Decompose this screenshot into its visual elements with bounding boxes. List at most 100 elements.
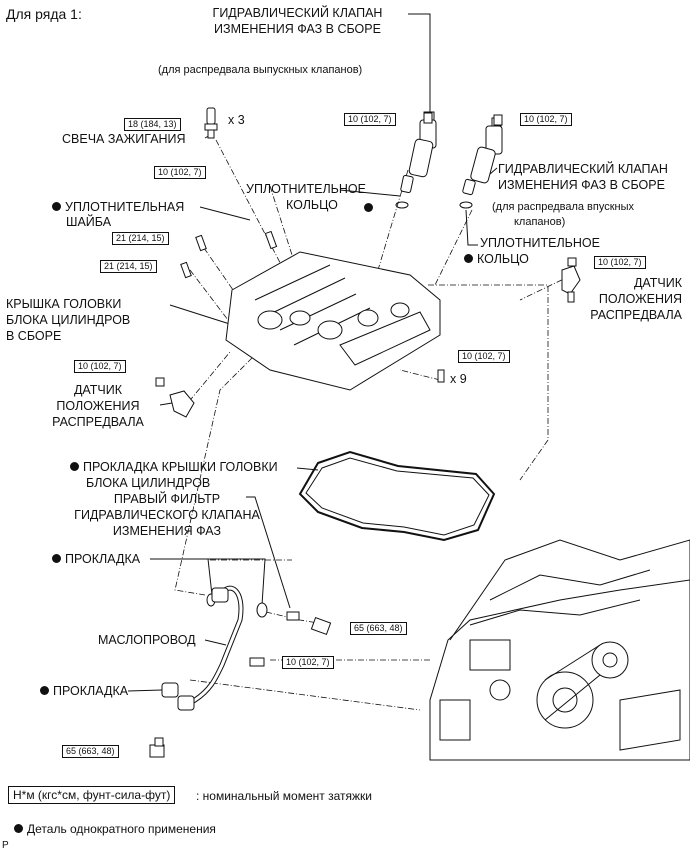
torque-spark-plug: 18 (184, 13) [124,118,181,131]
non-reusable-mark-seal-washer [52,202,61,211]
spark-plug [204,107,218,139]
label-vvt-exhaust-l1: ГИДРАВЛИЧЕСКИЙ КЛАПАН [212,6,383,20]
torque-cover-bolts: 10 (102, 7) [458,350,510,363]
cam-sensor-right [561,265,581,303]
label-head-cover-l1: КРЫШКА ГОЛОВКИ [6,297,122,311]
torque-cam-sensor-left: 10 (102, 7) [74,360,126,373]
vvt-valve-exhaust [400,111,437,193]
label-cover-gasket-l1: ПРОКЛАДКА КРЫШКИ ГОЛОВКИ [70,460,278,475]
label-o-ring-l1: УПЛОТНИТЕЛЬНОЕ [246,182,366,196]
section-title: Для ряда 1: [6,6,82,22]
label-head-cover-l3: В СБОРЕ [6,329,62,343]
torque-union-bolt-lower: 65 (663, 48) [62,745,119,758]
non-reusable-legend-mark [14,824,23,833]
leader-o-ring-2 [465,209,478,246]
stud-2 [180,261,192,279]
torque-vvt-exhaust-bolt: 10 (102, 7) [344,113,396,126]
legend-non-reusable: Деталь однократного применения [14,822,216,837]
cam-sensor-bolt-l [155,377,165,387]
label-head-cover-l2: БЛОКА ЦИЛИНДРОВ [6,313,131,327]
qty-cover-bolts: x 9 [450,372,467,386]
non-reusable-mark-cover-gasket [70,462,79,471]
label-seal-washer-text: УПЛОТНИТЕЛЬНАЯ [65,200,185,214]
pipe-bolt [249,657,265,667]
label-cover-gasket-l2: БЛОКА ЦИЛИНДРОВ [86,476,211,490]
oil-filter [286,611,300,621]
torque-cover-bolt-top: 10 (102, 7) [154,166,206,179]
label-oil-filter-l2: ГИДРАВЛИЧЕСКОГО КЛАПАНА [74,508,260,522]
label-seal-washer-l2: ШАЙБА [66,215,112,229]
label-o-ring2-l2: КОЛЬЦО [464,252,529,267]
label-o-ring2-l1: УПЛОТНИТЕЛЬНОЕ [480,236,600,250]
leader-vvt-intake [489,167,498,175]
label-cam-sensor-l-l3: РАСПРЕДВАЛА [52,415,144,429]
union-bolt-lower [149,744,165,758]
cover-gasket [298,450,496,542]
label-vvt-intake-l2: ИЗМЕНЕНИЯ ФАЗ В СБОРЕ [498,178,665,192]
label-oil-pipe: МАСЛОПРОВОД [98,633,196,647]
label-o-ring-l2: КОЛЬЦО [286,198,338,212]
label-vvt-intake-note-l2: клапанов) [514,216,566,228]
label-oil-filter-l1: ПРАВЫЙ ФИЛЬТР [113,492,221,506]
gasket-lower [161,682,179,698]
gasket-ring-2 [256,602,268,618]
leader-gasket-1b [207,558,213,596]
cover-bolt [437,369,445,383]
label-gasket-2-text: ПРОКЛАДКА [53,684,129,698]
non-reusable-mark-gasket-1 [52,554,61,563]
vvt-valve-intake [462,117,503,196]
label-cam-sensor-r-l1: ДАТЧИК [633,276,682,290]
non-reusable-mark-gasket-2 [40,686,49,695]
torque-cam-sensor-right: 10 (102, 7) [594,256,646,269]
leader-gasket-1 [150,558,266,606]
cover-bolt-top [264,230,278,250]
leader-gasket-2 [127,689,163,692]
label-cam-sensor-l-l1: ДАТЧИК [73,383,123,397]
label-cover-gasket-text: ПРОКЛАДКА КРЫШКИ ГОЛОВКИ [83,460,278,474]
label-gasket-1: ПРОКЛАДКА [52,552,140,567]
label-vvt-intake-note-l1: (для распредвала впускных [492,201,635,213]
torque-pipe-bolt: 10 (102, 7) [282,656,334,669]
non-reusable-mark-o-ring [364,203,373,212]
leader-oil-filter [246,496,291,609]
legend-torque-desc: : номинальный момент затяжки [196,789,372,803]
vvt-bolt-exhaust [423,112,433,124]
o-ring-exhaust [395,201,409,209]
torque-stud-1: 21 (214, 15) [112,232,169,245]
legend-torque-unit: Н*м (кгс*см, фунт-сила-фут) [8,786,176,804]
label-seal-washer-l1: УПЛОТНИТЕЛЬНАЯ [52,200,184,215]
label-cam-sensor-l-l2: ПОЛОЖЕНИЯ [56,399,140,413]
footer-code: P [2,840,9,851]
union-bolt [310,616,332,636]
label-vvt-exhaust-l2: ИЗМЕНЕНИЯ ФАЗ В СБОРЕ [214,22,381,36]
cam-sensor-left [169,390,195,418]
leader-vvt-exhaust [408,13,431,112]
cam-sensor-bolt-r [567,257,577,267]
leader-seal-washer [199,206,251,221]
label-o-ring2-text: КОЛЬЦО [477,252,529,266]
torque-stud-2: 21 (214, 15) [100,260,157,273]
engine-block [429,539,690,761]
label-gasket-2: ПРОКЛАДКА [40,684,128,699]
label-cam-sensor-r-l3: РАСПРЕДВАЛА [590,308,682,322]
label-vvt-intake-l1: ГИДРАВЛИЧЕСКИЙ КЛАПАН [498,162,668,176]
vvt-bolt-intake [493,114,503,126]
o-ring-intake [459,201,473,209]
leader-oil-pipe [204,639,227,646]
qty-spark-plug: x 3 [228,113,245,127]
label-spark-plug: СВЕЧА ЗАЖИГАНИЯ [62,132,186,146]
label-gasket-1-text: ПРОКЛАДКА [65,552,141,566]
leader-o-ring [339,189,401,197]
head-cover [225,251,441,391]
label-vvt-exhaust-note: (для распредвала выпускных клапанов) [158,64,363,76]
leader-head-cover [169,304,237,327]
label-cam-sensor-r-l2: ПОЛОЖЕНИЯ [598,292,682,306]
non-reusable-mark-o-ring2 [464,254,473,263]
torque-vvt-intake-bolt: 10 (102, 7) [520,113,572,126]
torque-union-bolt: 65 (663, 48) [350,622,407,635]
legend-non-reusable-text: Деталь однократного применения [27,822,216,836]
stud-1 [195,234,207,252]
label-oil-filter-l3: ИЗМЕНЕНИЯ ФАЗ [112,524,222,538]
